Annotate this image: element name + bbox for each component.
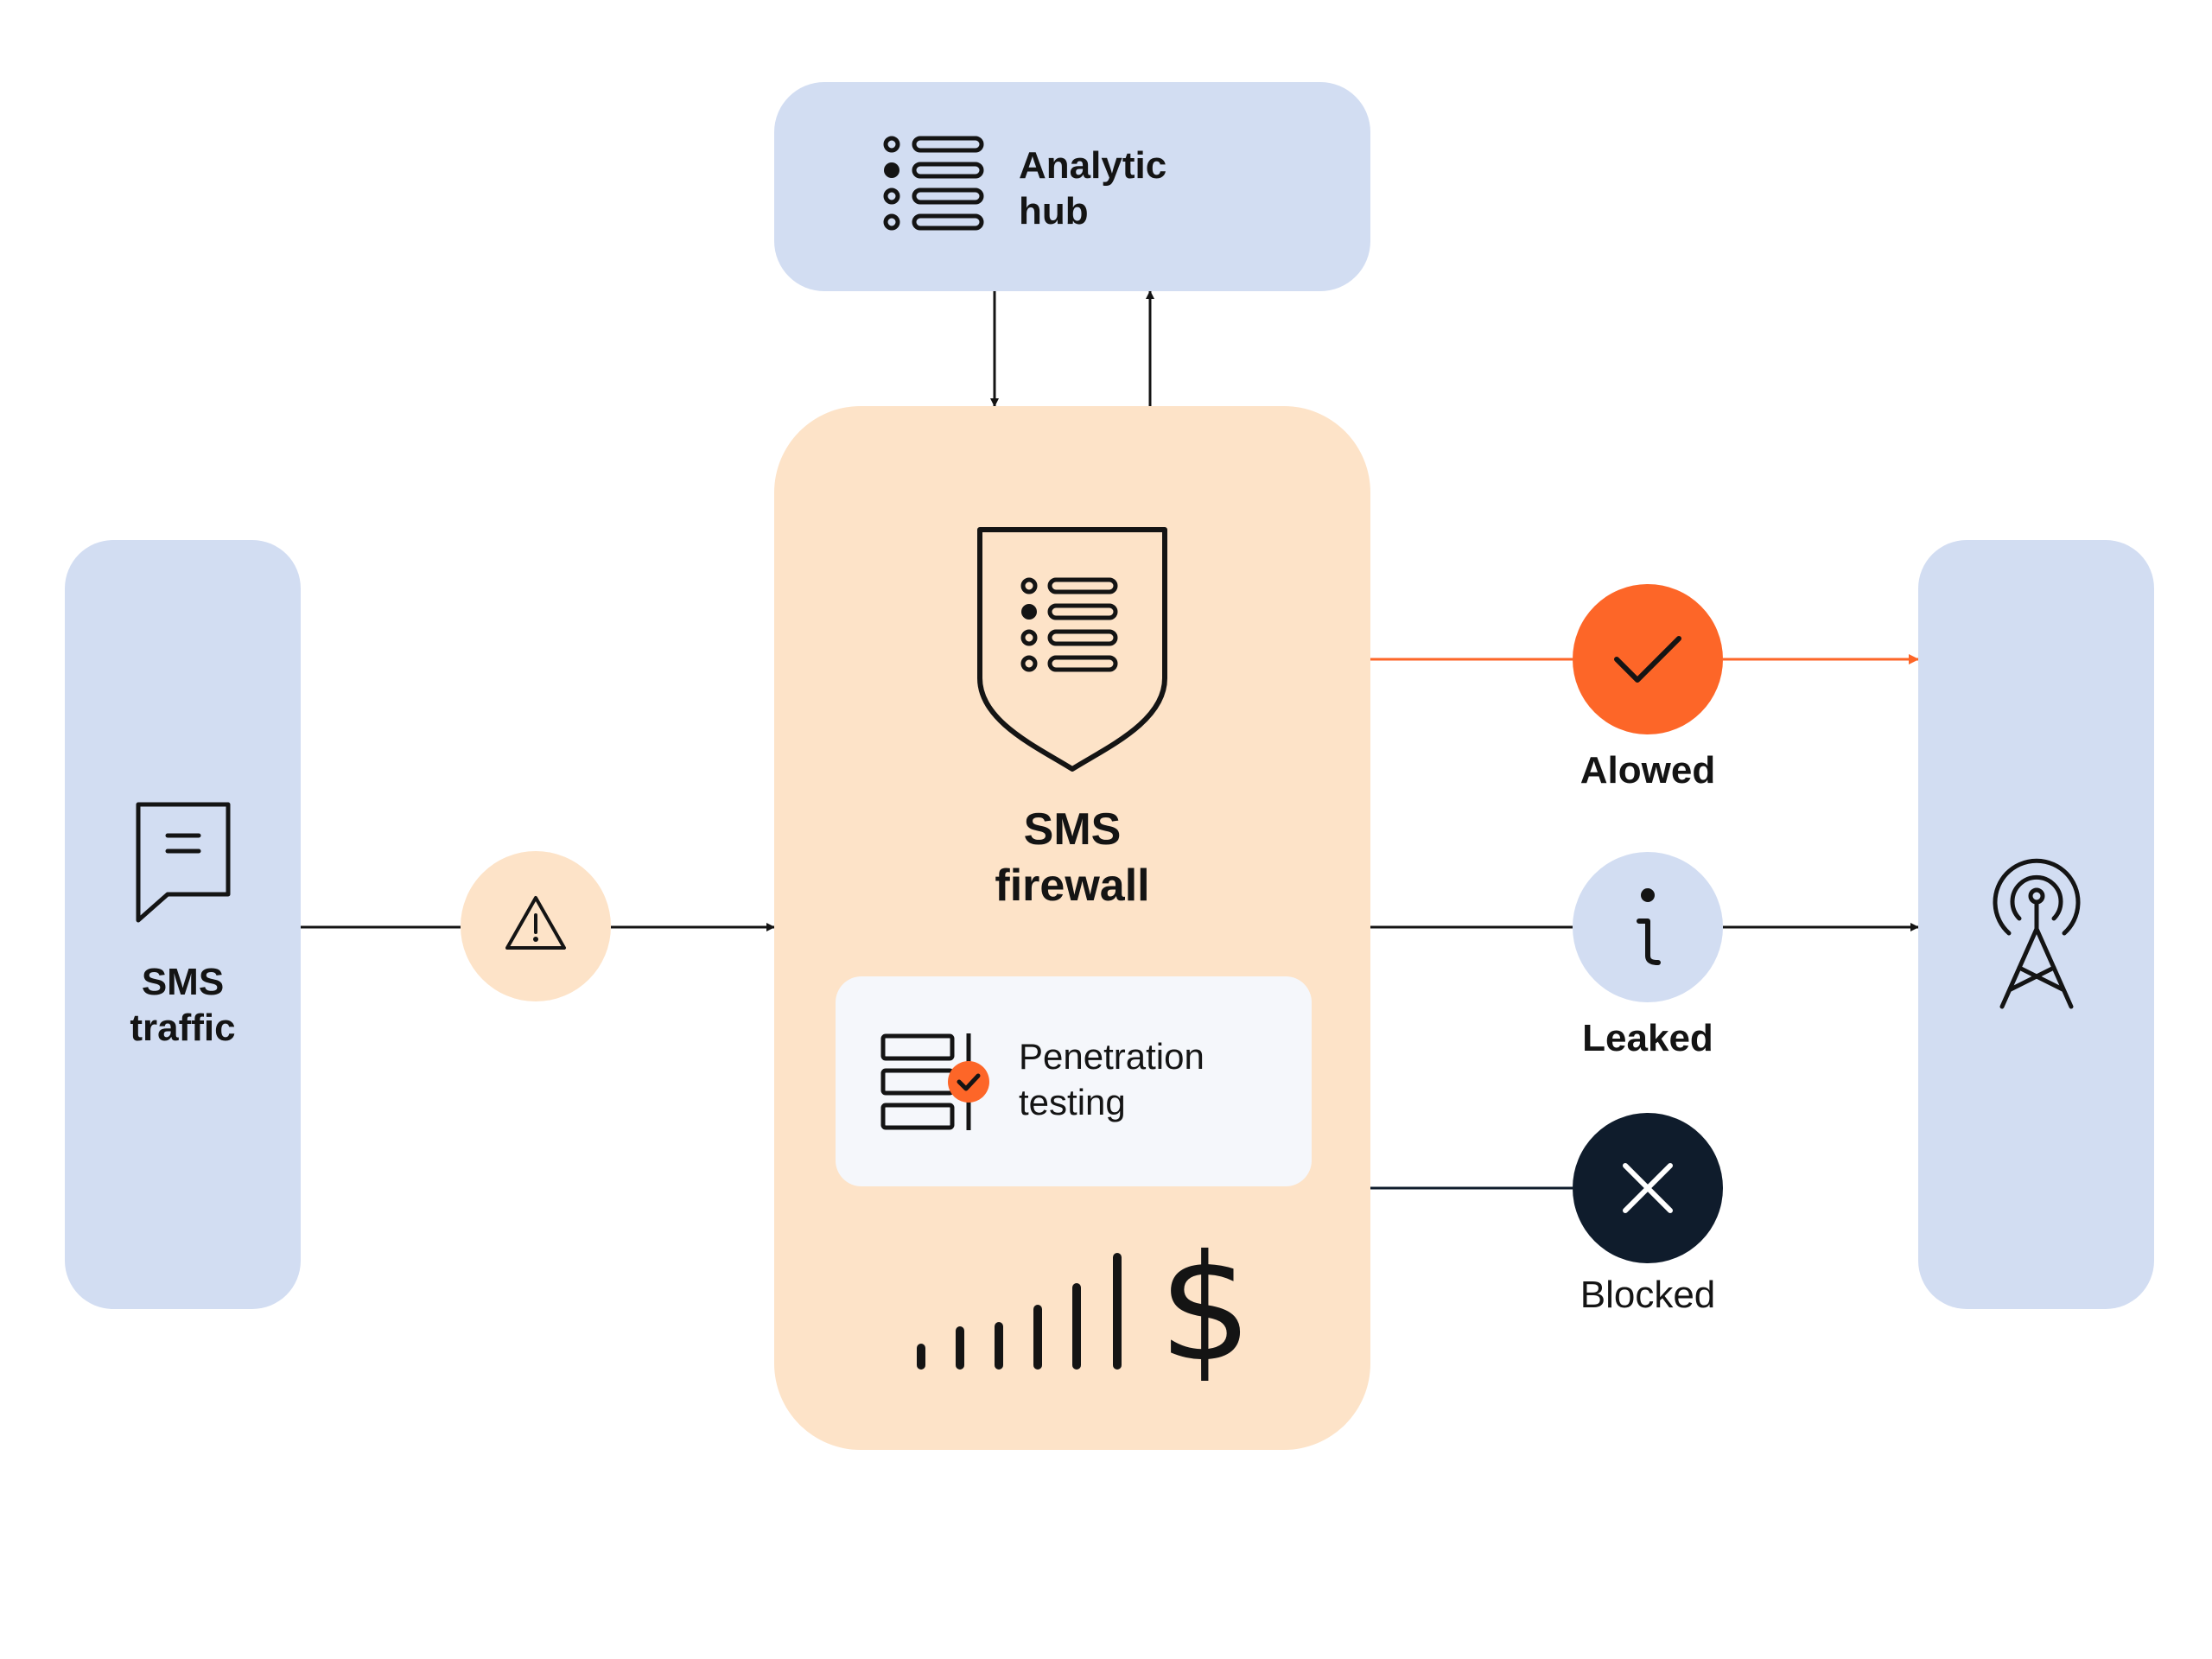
info-icon [1637,888,1661,965]
sms-firewall-label-line2: firewall [995,861,1150,911]
destination-panel [1918,540,2154,1309]
blocked-node [1573,1113,1723,1263]
dollar-symbol: $ [1159,1224,1253,1395]
sms-firewall-box: SMS firewall $ [774,406,1370,1450]
check-icon [1614,636,1681,683]
tower-icon [1993,858,2081,1009]
shield-list-icon [977,527,1167,772]
sms-traffic-label-line2: traffic [130,1007,236,1049]
allowed-node [1573,584,1723,734]
sms-traffic-panel: SMS traffic [65,540,301,1309]
close-icon [1623,1163,1673,1213]
penetration-testing-card: Penetration testing [836,976,1312,1186]
penetration-testing-label-line2: testing [1019,1082,1126,1122]
list-icon [883,136,984,231]
signal-bars-icon [917,1253,1122,1370]
blocked-label: Blocked [1580,1274,1716,1316]
penetration-testing-label-line1: Penetration [1019,1036,1205,1077]
warning-node [461,851,611,1001]
warning-icon [505,896,566,950]
message-icon [136,802,231,923]
server-check-icon [880,1033,989,1130]
leaked-label: Leaked [1582,1017,1713,1059]
leaked-node [1573,852,1723,1002]
sms-firewall-label-line1: SMS [1023,804,1122,855]
allowed-label: Alowed [1580,749,1716,791]
analytic-hub-label-line2: hub [1019,190,1089,232]
analytic-hub-box: Analytic hub [774,82,1370,291]
sms-traffic-label-line1: SMS [141,961,225,1003]
analytic-hub-label-line1: Analytic [1019,144,1167,187]
